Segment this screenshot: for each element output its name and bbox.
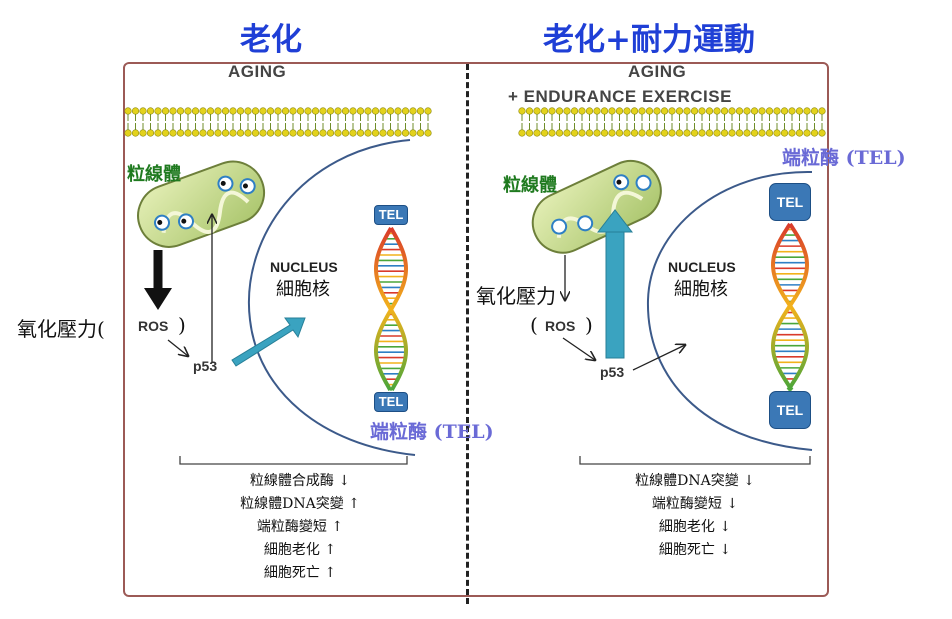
nucleus-envelope-left: [247, 139, 416, 456]
ros-label-left: ROS: [138, 318, 169, 334]
outcome-item: 細胞老化 ↑: [263, 542, 337, 558]
oxidative-stress-label-right: 氧化壓力: [476, 284, 556, 308]
teal-arrow-right-head: [596, 209, 634, 233]
outcome-bracket-right: [579, 456, 811, 465]
right-subtitle-line2: + ENDURANCE EXERCISE: [508, 87, 732, 106]
tel-box-bottom-left: TEL: [374, 392, 408, 412]
outcome-item: 粒線體DNA突變 ↓: [635, 473, 755, 489]
outcome-item: 粒線體合成酶 ↓: [249, 473, 351, 489]
right-subtitle-line1: AGING: [628, 62, 687, 81]
p53-label-right: p53: [600, 364, 625, 380]
ros-label-right: ROS: [545, 318, 576, 334]
outcome-list-right: 粒線體DNA突變 ↓ 端粒酶變短 ↓ 細胞老化 ↓ 細胞死亡 ↓: [595, 470, 795, 562]
telomerase-label-left: 端粒酶 (TEL): [370, 421, 494, 443]
right-heading: 老化+耐力運動: [543, 22, 755, 58]
ros-to-p53-arrow-left: [167, 339, 188, 356]
teal-arrow-right-shaft: [605, 227, 625, 359]
mitochondria-label-left: 粒線體: [127, 164, 181, 185]
nucleus-label-en-right: NUCLEUS: [668, 259, 736, 275]
outcome-item: 細胞死亡 ↓: [658, 542, 732, 558]
ros-open-paren-right: (: [530, 313, 538, 337]
nucleus-label-en-left: NUCLEUS: [270, 259, 338, 275]
panel-divider: [466, 64, 469, 604]
dna-helix-left: [374, 227, 408, 391]
tel-box-bottom-right: TEL: [769, 391, 811, 429]
telomerase-label-right: 端粒酶 (TEL): [782, 147, 906, 169]
mitochondrion-right: [531, 159, 662, 254]
outcome-item: 細胞死亡 ↑: [263, 565, 337, 581]
tel-box-top-left: TEL: [374, 205, 408, 225]
membrane-left: [124, 107, 432, 137]
nucleus-envelope-right: [646, 170, 813, 451]
outcome-item: 端粒酶變短 ↑: [256, 519, 344, 535]
ros-close-paren-left: ): [178, 313, 186, 337]
outcome-item: 粒線體DNA突變 ↑: [240, 496, 360, 512]
outcome-item: 細胞老化 ↓: [658, 519, 732, 535]
nucleus-label-zh-left: 細胞核: [276, 279, 330, 300]
ros-to-p53-arrow-right: [562, 337, 595, 360]
nucleus-label-zh-right: 細胞核: [674, 279, 728, 300]
outcome-bracket-left: [179, 456, 408, 465]
mitochondria-label-right: 粒線體: [503, 175, 557, 196]
teal-arrow-left: [231, 317, 306, 367]
ros-thick-arrowhead-left: [144, 288, 172, 310]
outcome-item: 端粒酶變短 ↓: [651, 496, 739, 512]
diagram-frame: [123, 62, 829, 597]
left-heading: 老化: [240, 22, 302, 58]
ros-close-paren-right: ): [585, 313, 593, 337]
tel-box-top-right: TEL: [769, 183, 811, 221]
p53-to-nucleus-arrow-right: [632, 345, 685, 371]
left-subtitle: AGING: [228, 62, 287, 81]
dna-helix-right: [771, 222, 809, 392]
p53-label-left: p53: [193, 358, 218, 374]
oxidative-stress-label-left: 氧化壓力(: [17, 317, 105, 341]
outcome-list-left: 粒線體合成酶 ↓ 粒線體DNA突變 ↑ 端粒酶變短 ↑ 細胞老化 ↑ 細胞死亡 …: [200, 470, 400, 585]
membrane-right: [518, 107, 826, 137]
